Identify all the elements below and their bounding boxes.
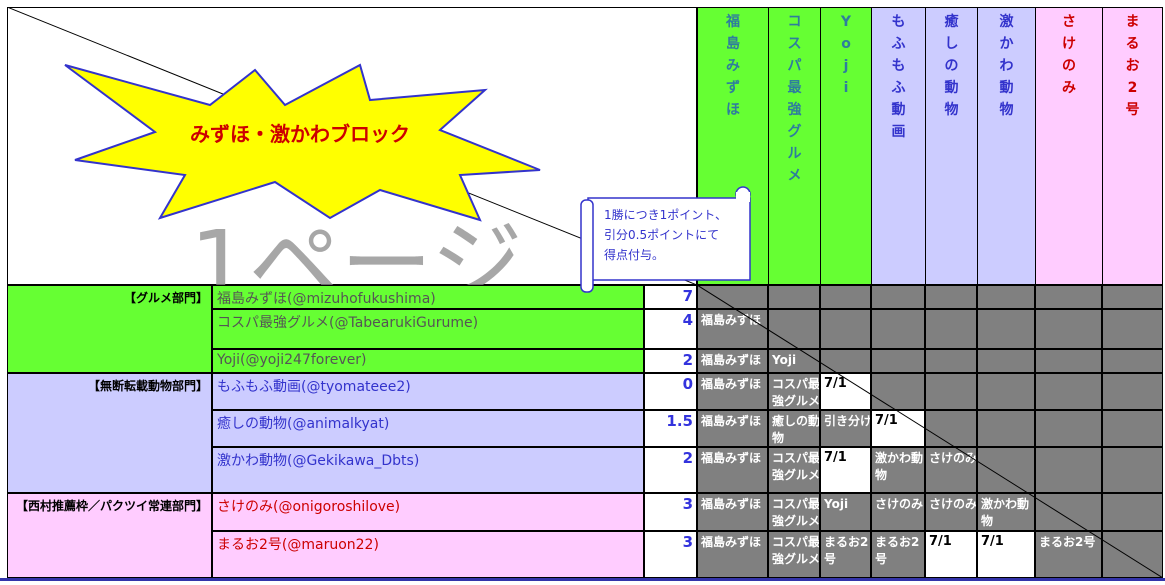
match-result-cell: コスパ最 強グルメ [768,447,820,493]
column-header: も ふ も ふ 動 画 [871,7,925,285]
match-result-cell [697,285,768,309]
match-result-cell [871,373,925,410]
match-result-cell [977,349,1035,373]
player-score: 1.5 [644,410,697,447]
match-result-cell [1035,410,1102,447]
match-result-cell [1102,349,1163,373]
player-name: 福島みずほ(@mizuhofukushima) [212,285,644,309]
match-result-cell [1035,373,1102,410]
match-result-cell [977,373,1035,410]
match-result-cell [1035,309,1102,349]
player-name: さけのみ(@onigoroshilove) [212,493,644,531]
match-result-cell [977,309,1035,349]
match-result-cell: 7/1 [820,447,871,493]
player-name: もふもふ動画(@tyomateee2) [212,373,644,410]
match-result-cell [1035,447,1102,493]
matrix-diagonal-line [697,285,1163,578]
column-header: コ ス パ 最 強 グ ル メ [768,7,820,285]
match-result-cell [871,349,925,373]
player-score: 4 [644,309,697,349]
match-result-cell [977,285,1035,309]
match-result-cell: まるお2 号 [820,531,871,578]
match-result-cell [820,285,871,309]
player-score: 2 [644,349,697,373]
match-result-cell [871,309,925,349]
player-name: 激かわ動物(@Gekikawa_Dbts) [212,447,644,493]
match-result-cell: 福島みずほ [697,531,768,578]
match-result-cell [925,373,977,410]
match-result-cell [925,309,977,349]
match-result-cell: コスパ最 強グルメ [768,531,820,578]
department-label: 【西村推薦枠／パクツイ常連部門】 [7,493,212,578]
match-result-cell: 7/1 [871,410,925,447]
match-result-cell [1102,493,1163,531]
match-result-cell: 7/1 [977,531,1035,578]
match-result-cell [1102,309,1163,349]
column-header: ま る お 2 号 [1102,7,1163,285]
match-result-cell: 福島みずほ [697,309,768,349]
column-header: さ け の み [1035,7,1102,285]
match-result-cell: 福島みずほ [697,373,768,410]
player-name: コスパ最強グルメ(@TabearukiGurume) [212,309,644,349]
match-result-cell: 7/1 [925,531,977,578]
match-result-cell [1102,373,1163,410]
bottom-border [0,578,1165,581]
player-name: Yoji(@yoji247forever) [212,349,644,373]
match-result-cell: Yoji [820,493,871,531]
match-result-cell: 引き分け [820,410,871,447]
match-result-cell [1035,349,1102,373]
match-result-cell [1035,285,1102,309]
player-name: 癒しの動物(@animalkyat) [212,410,644,447]
player-score: 0 [644,373,697,410]
match-result-cell [1102,285,1163,309]
match-result-cell: 福島みずほ [697,447,768,493]
match-result-cell: 福島みずほ [697,493,768,531]
match-result-cell: コスパ最 強グルメ [768,493,820,531]
match-result-cell: コスパ最 強グルメ [768,373,820,410]
match-result-cell [1102,531,1163,578]
match-result-cell: 7/1 [820,373,871,410]
match-result-cell [871,285,925,309]
match-result-cell: さけのみ [871,493,925,531]
column-header: 激 か わ 動 物 [977,7,1035,285]
player-score: 3 [644,531,697,578]
player-score: 3 [644,493,697,531]
match-result-cell [977,447,1035,493]
match-result-cell [820,309,871,349]
callout-scroll [580,186,751,293]
callout-text: 1勝につき1ポイント、 引分0.5ポイントにて 得点付与。 [604,208,728,262]
match-result-cell: Yoji [768,349,820,373]
match-result-cell [925,285,977,309]
title-starburst [64,63,541,222]
match-result-cell [1035,493,1102,531]
match-result-cell: 激かわ動 物 [871,447,925,493]
starburst-shape [64,63,541,222]
match-result-cell: まるお2 号 [871,531,925,578]
match-result-cell: 福島みずほ [697,349,768,373]
match-result-cell [768,309,820,349]
player-score: 2 [644,447,697,493]
matrix-diagonal [697,285,1163,578]
match-result-cell: 福島みずほ [697,410,768,447]
match-result-cell: さけのみ [925,447,977,493]
player-name: まるお2号(@maruon22) [212,531,644,578]
match-result-cell: 癒しの動 物 [768,410,820,447]
match-result-cell: 激かわ動 物 [977,493,1035,531]
match-result-cell [1102,447,1163,493]
match-result-cell [925,349,977,373]
column-header: Y o j i [820,7,871,285]
column-header: 癒 し の 動 物 [925,7,977,285]
title-burst-text: みずほ・激かわブロック [190,122,410,146]
match-result-cell [1102,410,1163,447]
match-result-cell [820,349,871,373]
match-result-cell: さけのみ [925,493,977,531]
department-label: 【グルメ部門】 [7,285,212,373]
match-result-cell [977,410,1035,447]
player-score: 7 [644,285,697,309]
match-result-cell: まるお2号 [1035,531,1102,578]
match-result-cell [768,285,820,309]
department-label: 【無断転載動物部門】 [7,373,212,493]
